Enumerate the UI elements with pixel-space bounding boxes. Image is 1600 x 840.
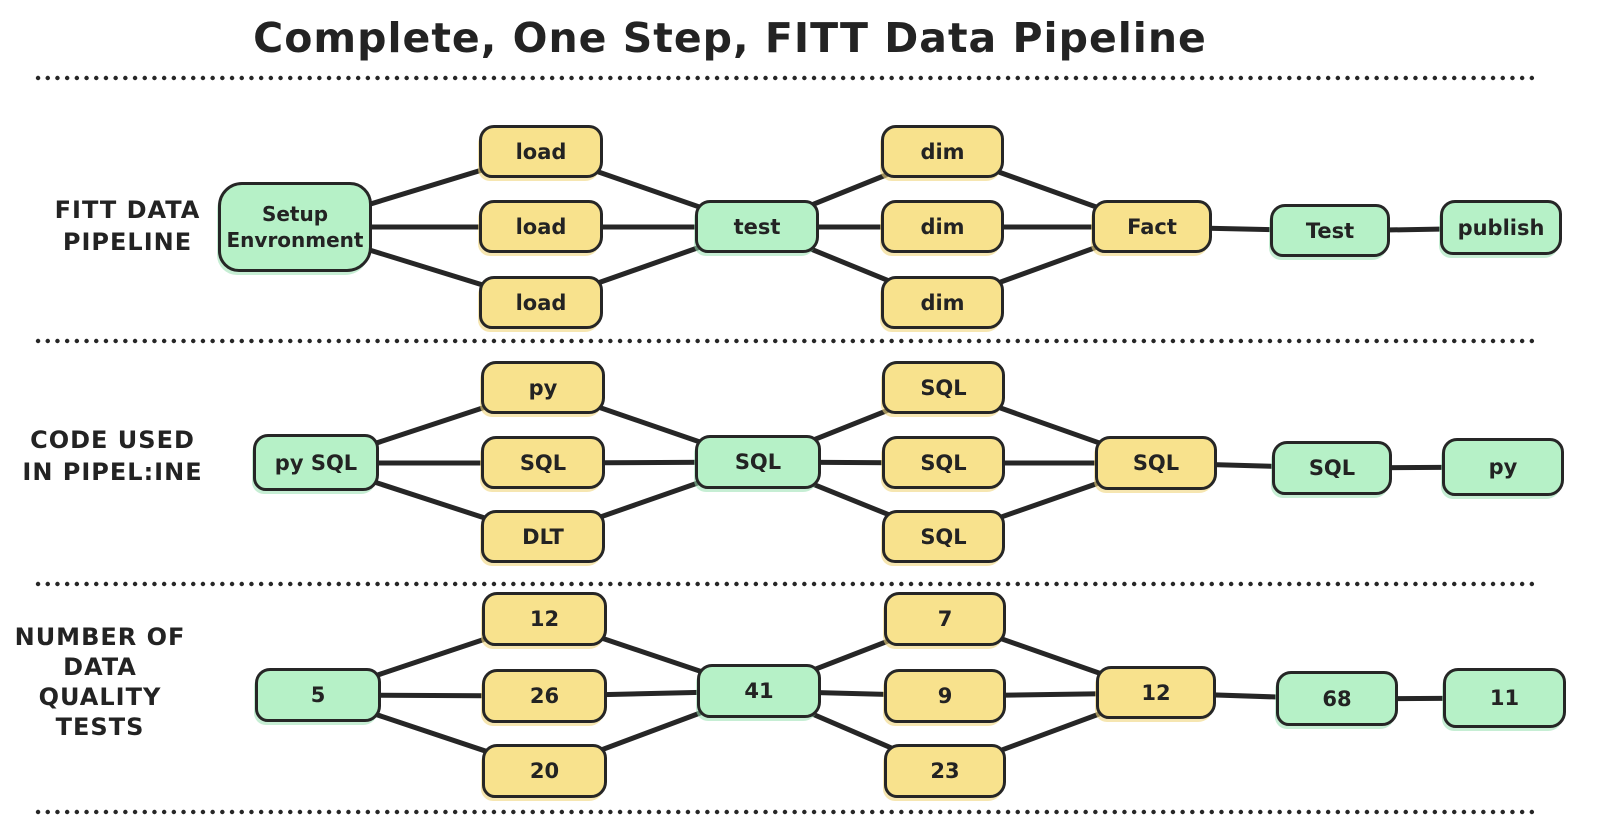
node-count-5: 5 xyxy=(255,668,381,722)
node-count-9: 9 xyxy=(884,669,1006,723)
node-fact: Fact xyxy=(1092,200,1212,253)
node-sql-5: SQL xyxy=(1095,436,1217,490)
node-sql-hub: SQL xyxy=(695,435,821,489)
node-setup-environment: Setup Envronment xyxy=(218,182,372,272)
node-count-23: 23 xyxy=(884,744,1006,798)
node-count-41: 41 xyxy=(697,664,821,718)
node-py: py xyxy=(481,361,605,414)
node-count-26: 26 xyxy=(482,669,607,723)
node-dlt: DLT xyxy=(481,510,605,563)
diagram-title: Complete, One Step, FITT Data Pipeline xyxy=(253,14,1207,62)
node-count-12: 12 xyxy=(482,592,607,646)
node-sql-3: SQL xyxy=(882,436,1005,489)
node-py-sql: py SQL xyxy=(253,434,379,491)
node-count-20: 20 xyxy=(482,744,607,798)
node-sql-4: SQL xyxy=(882,510,1005,563)
node-sql-2: SQL xyxy=(882,361,1005,414)
node-load-1: load xyxy=(479,125,603,178)
node-test-2: Test xyxy=(1270,204,1390,257)
node-count-68: 68 xyxy=(1276,671,1398,726)
row-label-number-of-tests: NUMBER OF DATA QUALITY TESTS xyxy=(14,623,186,741)
node-dim-2: dim xyxy=(881,200,1004,253)
node-count-12b: 12 xyxy=(1096,666,1216,719)
node-publish: publish xyxy=(1440,200,1562,255)
node-load-3: load xyxy=(479,276,603,329)
row-label-fitt-data-pipeline: FITT DATA PIPELINE xyxy=(54,196,201,256)
dotted-dividers xyxy=(35,75,1543,815)
node-sql-1: SQL xyxy=(481,436,605,489)
node-dim-1: dim xyxy=(881,125,1004,178)
node-test: test xyxy=(695,200,819,253)
node-count-11: 11 xyxy=(1443,668,1566,728)
node-py-2: py xyxy=(1442,438,1564,496)
node-dim-3: dim xyxy=(881,276,1004,329)
row-label-code-used: CODE USED IN PIPEL:INE xyxy=(22,426,203,486)
node-count-7: 7 xyxy=(884,592,1006,646)
node-load-2: load xyxy=(479,200,603,253)
node-sql-6: SQL xyxy=(1272,441,1392,495)
